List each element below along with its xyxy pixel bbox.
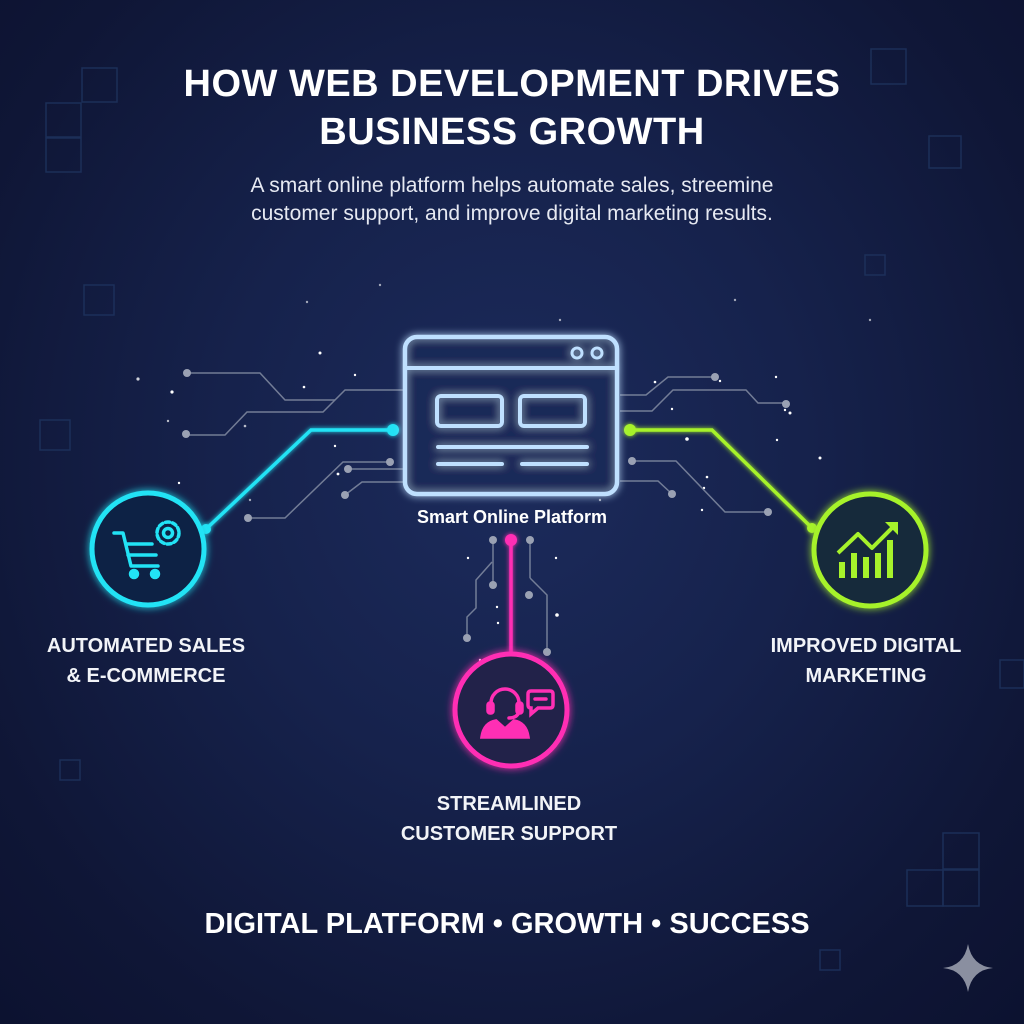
circuit-nodes-bottom — [463, 536, 551, 656]
sparkle-icon — [943, 944, 993, 992]
node-marketing — [811, 491, 929, 609]
support-agent-chat-icon — [479, 687, 555, 739]
subtitle-line-2: customer support, and improve digital ma… — [251, 202, 773, 225]
label-sales: AUTOMATED SALES & E-COMMERCE — [20, 631, 272, 691]
label-sales-line-2: & E-COMMERCE — [66, 665, 226, 687]
label-support-line-2: CUSTOMER SUPPORT — [400, 823, 618, 845]
connector-support — [505, 534, 517, 660]
label-marketing-line-2: MARKETING — [805, 665, 927, 687]
node-support — [452, 651, 570, 769]
center-platform-label: Smart Online Platform — [416, 507, 608, 527]
label-support-line-1: STREAMLINED — [436, 793, 582, 815]
label-sales-line-1: AUTOMATED SALES — [46, 635, 246, 657]
background-squares — [39, 48, 1024, 971]
label-marketing-line-1: IMPROVED DIGITAL — [770, 635, 962, 657]
circuit-nodes-right — [628, 373, 790, 516]
browser-window-icon — [402, 334, 620, 497]
footer-tagline: DIGITAL PLATFORM • GROWTH • SUCCESS — [204, 908, 810, 940]
label-marketing: IMPROVED DIGITAL MARKETING — [740, 631, 992, 691]
circuit-traces-bottom — [466, 540, 548, 652]
title-line-2: BUSINESS GROWTH — [319, 111, 705, 153]
circuit-traces-right — [620, 376, 785, 513]
page-title: HOW WEB DEVELOPMENT DRIVES BUSINESS GROW… — [0, 60, 1024, 156]
connector-sales — [201, 424, 399, 534]
growth-chart-icon — [836, 522, 898, 578]
subtitle-line-1: A smart online platform helps automate s… — [250, 174, 774, 197]
circuit-nodes-left — [182, 369, 394, 522]
node-sales — [89, 490, 207, 608]
starfield — [136, 283, 872, 662]
label-support: STREAMLINED CUSTOMER SUPPORT — [380, 789, 638, 849]
shopping-cart-gear-icon — [112, 520, 181, 580]
title-line-1: HOW WEB DEVELOPMENT DRIVES — [183, 63, 841, 105]
page-subtitle: A smart online platform helps automate s… — [0, 172, 1024, 228]
circuit-traces-left — [187, 372, 404, 519]
connector-marketing — [624, 424, 817, 533]
